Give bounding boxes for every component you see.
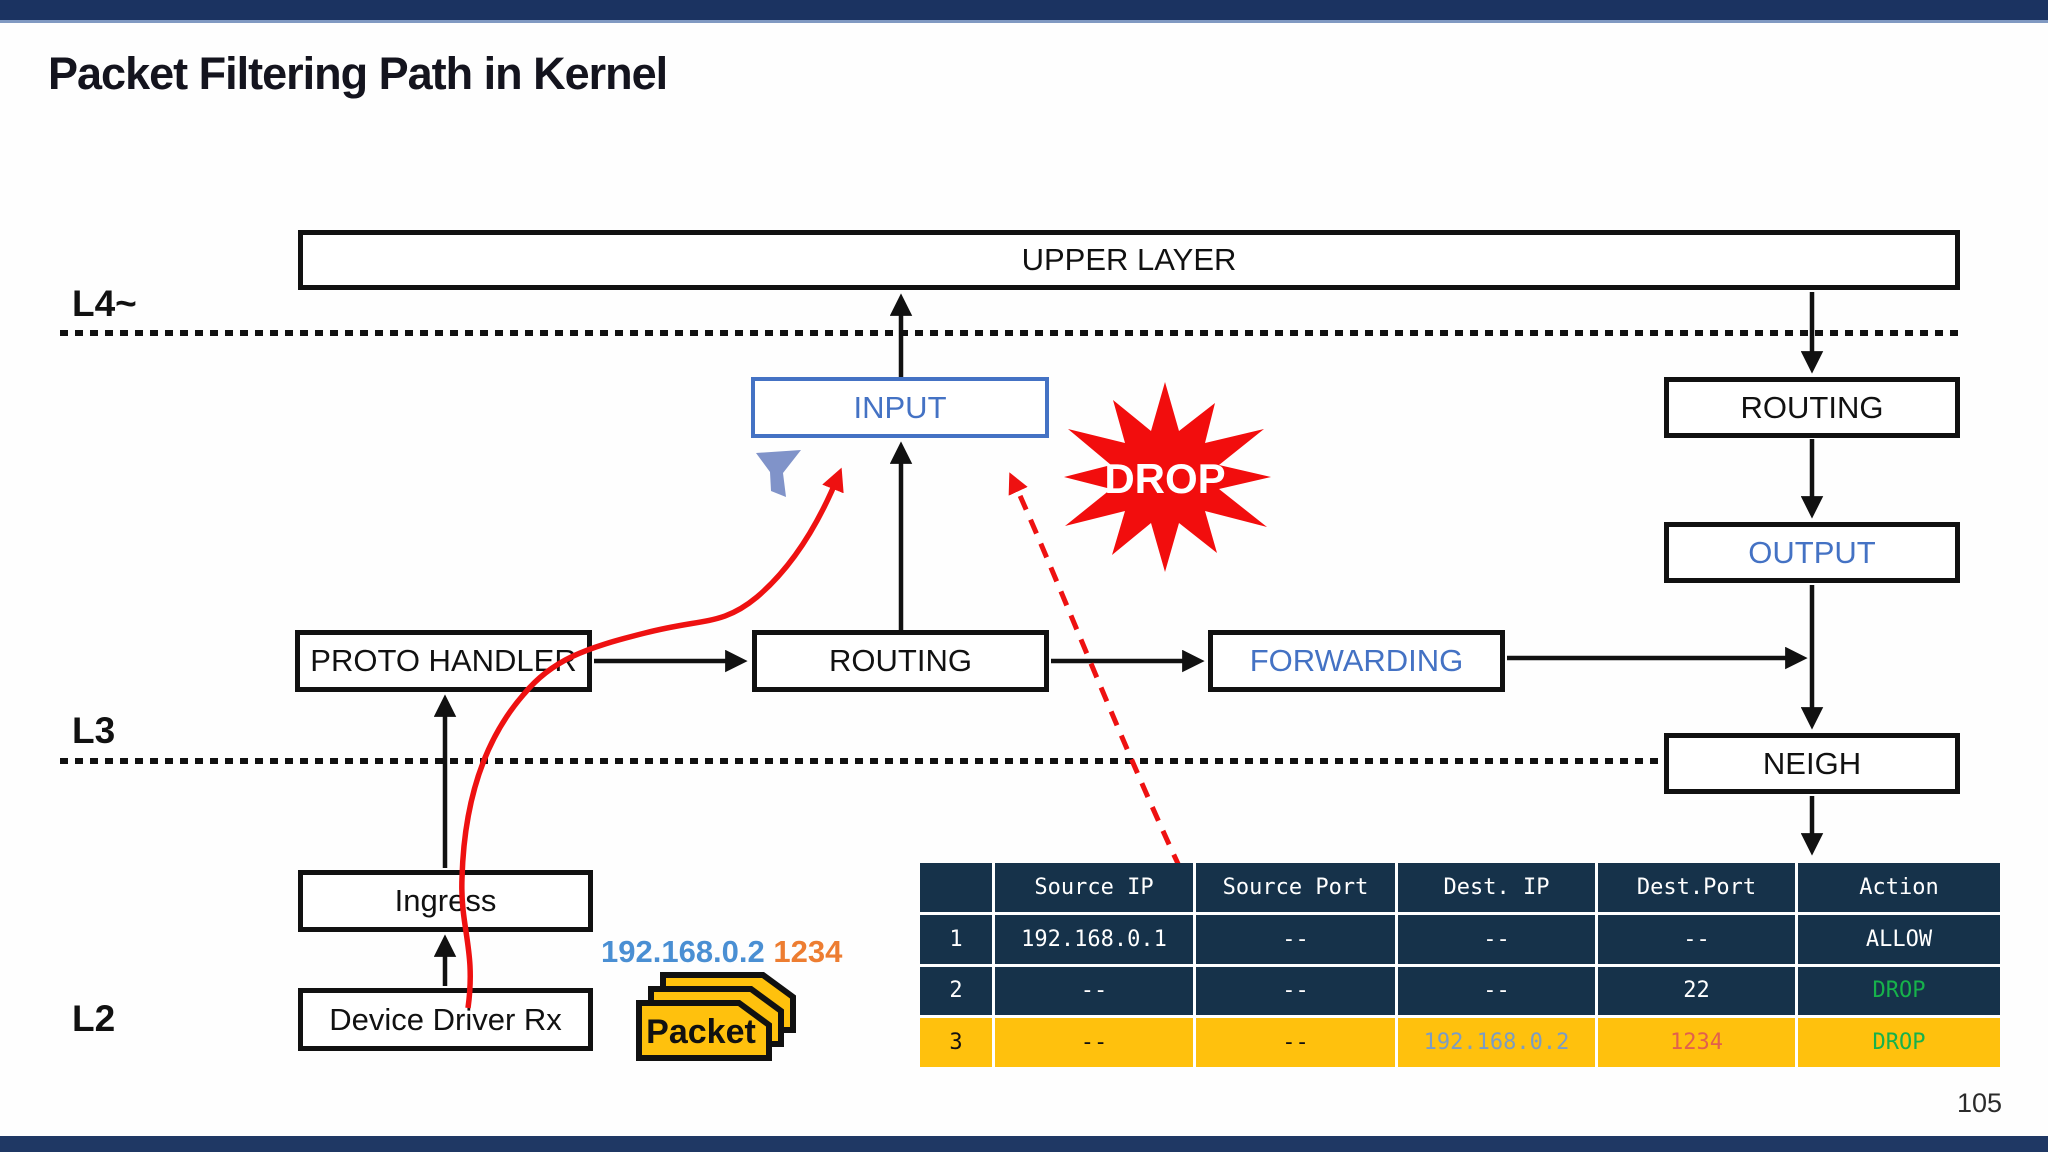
packet-port: 1234 [773,934,843,969]
box-forwarding: FORWARDING [1208,630,1505,692]
drop-burst-label: DROP [1104,455,1225,502]
box-routing-mid: ROUTING [752,630,1049,692]
drop-burst: DROP [1064,382,1271,572]
box-input-label: INPUT [853,389,947,425]
table-row2-action: DROP [1798,966,2000,1016]
table-header-dest-ip: Dest. IP [1398,863,1595,912]
layer-boundary-l4 [60,330,1965,336]
box-routing-right: ROUTING [1664,377,1960,438]
box-upper-layer: UPPER LAYER [298,230,1960,290]
box-proto-handler: PROTO HANDLER [295,630,592,692]
table-row1-source-ip: 192.168.0.1 [995,914,1193,964]
filter-rules-table: Source IP Source Port Dest. IP Dest.Port… [920,863,2000,1067]
table-row1-index: 1 [920,914,992,964]
table-row2-dest-ip: -- [1398,966,1595,1016]
layer-boundary-l3 [60,758,1664,764]
table-row1-source-port: -- [1196,914,1395,964]
packet-label: Packet [646,1013,756,1051]
table-row3-index: 3 [920,1018,992,1067]
filter-funnel-icon [756,450,801,497]
packet-card-back [660,972,796,1033]
box-ingress: Ingress [298,870,593,932]
box-input: INPUT [751,377,1049,438]
box-ingress-label: Ingress [394,883,497,918]
bottom-accent-bar [0,1136,2048,1152]
drop-burst-shape [1064,382,1271,572]
box-upper-layer-label: UPPER LAYER [1021,242,1237,277]
packet-card-middle [648,986,784,1047]
table-row3-source-ip: -- [995,1018,1193,1067]
table-row3-source-port: -- [1196,1018,1395,1067]
top-accent-bar [0,0,2048,23]
packet-stack-icon [636,972,796,1061]
box-routing-mid-label: ROUTING [829,643,972,678]
table-row1-dest-ip: -- [1398,914,1595,964]
table-header-index [920,863,992,912]
table-row3-dest-ip: 192.168.0.2 [1398,1018,1595,1067]
table-header-source-port: Source Port [1196,863,1395,912]
table-row2-index: 2 [920,966,992,1016]
table-row1-dest-port: -- [1598,914,1795,964]
table-row2-dest-port: 22 [1598,966,1795,1016]
table-header-source-ip: Source IP [995,863,1193,912]
table-row3-action: DROP [1798,1018,2000,1067]
table-row1-action: ALLOW [1798,914,2000,964]
box-device-driver-rx-label: Device Driver Rx [329,1001,562,1037]
table-row3-dest-port: 1234 [1598,1018,1795,1067]
box-output-label: OUTPUT [1748,534,1876,570]
layer-label-l4: L4~ [72,283,137,324]
packet-address-annotation: 192.168.0.2 1234 [601,934,842,970]
packet-ip: 192.168.0.2 [601,934,765,969]
box-neigh-label: NEIGH [1762,745,1862,781]
table-header-action: Action [1798,863,2000,912]
page-title: Packet Filtering Path in Kernel [48,48,668,99]
layer-label-l3: L3 [72,710,116,751]
layer-label-l2: L2 [72,998,116,1039]
box-neigh: NEIGH [1664,733,1960,794]
table-row2-source-port: -- [1196,966,1395,1016]
box-routing-right-label: ROUTING [1740,389,1884,425]
table-row2-source-ip: -- [995,966,1193,1016]
table-header-dest-port: Dest.Port [1598,863,1795,912]
packet-card-front [636,1000,772,1061]
box-proto-handler-label: PROTO HANDLER [310,643,577,678]
page-number: 105 [1956,1088,2002,1118]
box-forwarding-label: FORWARDING [1249,643,1464,678]
box-device-driver-rx: Device Driver Rx [298,988,593,1051]
box-output: OUTPUT [1664,522,1960,583]
